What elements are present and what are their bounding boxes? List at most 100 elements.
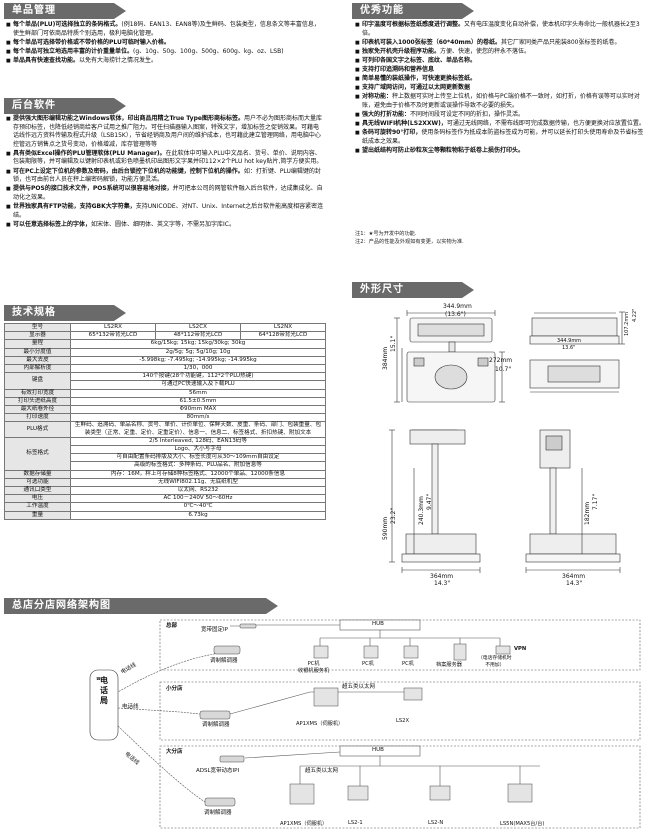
dim-base-right: 364mm — [562, 573, 586, 580]
spec-label: 量程 — [4, 339, 71, 349]
section-title-single: 单品管理 — [4, 3, 126, 19]
bullet-item: 可以任意选择标签上的字体，如宋体、圆体、细明体、英文字等，不需另加字库IC。 — [6, 221, 324, 230]
bullet-bold: 单品具有快速查找功能。 — [13, 56, 80, 64]
bullet-text: (g、10g、50g、100g、500g、600g、kg、oz、LSB) — [133, 47, 284, 55]
spec-cell: 0℃～40℃ — [70, 502, 326, 512]
bullet-item: 支持广域网访问，可通过以太网更新数据 — [355, 84, 647, 93]
advantages-list: 印字温度可根据标签纸感度进行调整。又有电压温度变化自动补偿，使本机印字头寿命比一… — [355, 21, 647, 156]
spec-row: 高级的标签格式：多种条码、PLU品名、附加信息等 — [5, 461, 326, 471]
spec-label: 最大去皮 — [4, 355, 71, 366]
spec-cell: 80mm/s — [70, 413, 326, 423]
spec-cell: 48*112带背光LCD — [154, 331, 241, 341]
spec-label: 数据存储量 — [4, 469, 71, 479]
bullet-text: 支持UNICODE、对NT、Unix、Internet之后台软件能高度相容紧密连… — [13, 202, 324, 219]
spec-label: 最大纸卷外径 — [4, 405, 71, 415]
spec-label: 打印速度 — [4, 413, 71, 423]
bullet-bold: 可在PC上设定下位机的参数及密码，由后台锁控下位机的功能键，控制下位机的操作。 — [13, 167, 244, 175]
spec-cell: 无线WIFI802.11g、无底纸机型 — [70, 477, 326, 488]
scale-pan-side — [531, 317, 618, 337]
bullet-bold: 强大的打折功能： — [362, 110, 411, 118]
bullet-text: 使用条码标签作为抵成本防盗标签成为可能，并可以延长打印头使用寿命及节省标签纸成本… — [362, 129, 644, 145]
bullet-item: 提供与POS的接口技术文件，POS系统可以很容易地对接，并可把本公司的网管软件融… — [6, 185, 324, 202]
spec-cell: 可通过PC快速输入及下载PLU — [70, 380, 326, 390]
bullet-item: 印表机可装入1000张标签（60*40mm）的卷纸。其它厂家同类产品只能装800… — [355, 39, 647, 48]
bullet-item: 对称功能：秤上数据可实时上传至上位机，如价格与PC端价格不一致时，如打折，价格有… — [355, 93, 647, 110]
spec-label: 通讯口类型 — [4, 486, 71, 496]
spec-cell: 140个按键(28个功能键，112*2个PLU热键) — [70, 372, 326, 382]
bullet-item: 独家免开机壳升级程序功能。方便、快速，使您的秤永不落伍。 — [355, 48, 647, 57]
bullet-bold: 可列印各国文字之标签、底纹、单品名称。 — [362, 56, 477, 64]
spec-label: 可选功能 — [4, 477, 71, 488]
dim-pole-mid-in: 9.47" — [426, 493, 433, 510]
net-broadband: 宽带固定IP — [201, 627, 228, 633]
bullet-text: 如宋体、圆体、细明体、英文字等，不需另加字库IC。 — [91, 220, 235, 228]
spec-label: 打印头进纸高度 — [4, 396, 71, 407]
ls2-n-icon — [429, 785, 451, 801]
bullet-item: 具有类似Excel操作的PLU管理软体(PLU Manager)。在此软体中可输… — [6, 150, 324, 167]
spec-label: 电压 — [4, 494, 71, 504]
spec-label: 有效打印宽度 — [4, 388, 71, 398]
bullet-item: 简单易懂的装纸操作，可快速更换标签纸。 — [355, 75, 647, 84]
spec-cell: 2g/5g; 5g; 5g/10g; 10g — [70, 347, 326, 357]
vpn-icon — [495, 645, 511, 655]
bullet-bold: 望出纸结构可防止砂粒灰尘等颗粒物粘于纸卷上损伤打印头。 — [362, 146, 525, 154]
note-1: 注1：★号为开发中的功能. — [355, 231, 417, 237]
bullet-bold: 每个单品(PLU)可选择独立的条码格式。 — [13, 21, 122, 28]
spec-cell: 64*128带背光LCD — [239, 331, 327, 341]
modem2-icon — [199, 710, 231, 720]
dim-pole-right-in: 7.17" — [592, 493, 599, 510]
net-ethernet1: 超五类以太网 — [342, 684, 376, 690]
spec-row: 最大去皮-5.998kg; -7.495kg; -14.995kg; -14.9… — [4, 355, 326, 366]
bullet-item: 世界独家具有FTP功能，支持GBK大字符集，支持UNICODE、对NT、Unix… — [6, 203, 324, 220]
pc2-icon — [363, 645, 379, 659]
bullet-item: 提供强大图形编辑功能之Windows软体，印出商品用精之True Type图形商… — [6, 115, 324, 149]
pole-display — [409, 429, 466, 445]
dim-height-in: 15.1" — [390, 335, 397, 352]
spec-cell: 可自由配置条码排版及大小、标签长度可从30～109mm自由设定 — [70, 453, 326, 463]
dim-side-h: 107.2mm — [624, 311, 630, 336]
bullet-text: 并可把本公司的网管软件融入后台软件，达成集成化、自动化之效果。 — [13, 185, 323, 201]
ls2x-icon — [403, 687, 423, 701]
bullet-item: 具无线WIFI机种(LS2XXW)，可通过无线网络，不需布线即可完成数据传输，也… — [355, 120, 647, 129]
dim-side-h-in: 4.22" — [632, 308, 638, 322]
spec-label: 最小分度值 — [4, 347, 71, 357]
net-ls5n: LS5N(MAX5台/台) — [500, 821, 545, 827]
net-ls2x: LS2X — [396, 718, 410, 724]
backend-list: 提供强大图形编辑功能之Windows软体，印出商品用精之True Type图形商… — [6, 115, 324, 230]
bullet-text: 又有电压温度变化自动补偿，使本机印字头寿命比一般机器长2至3倍。 — [362, 21, 640, 37]
ap2-icon — [289, 783, 315, 805]
spec-label: 标签格式 — [4, 436, 71, 471]
server-icon — [453, 643, 467, 661]
bullet-text: 秤上数据可实时上传至上位机，如价格与PC端价格不一致时，如打折，价格有误等可以实… — [362, 93, 640, 109]
modem1-icon — [213, 645, 241, 655]
net-phone-line2: 电话线 — [122, 704, 139, 710]
net-ap2: AP1XMS（伺服机） — [280, 821, 328, 827]
bullet-bold: 支持打印追溯码和营养信息 — [362, 65, 435, 73]
spec-cell: 65*132带背光LCD — [70, 331, 156, 341]
net-hq: 总部 — [166, 623, 178, 629]
net-ls2-1: LS2-1 — [348, 820, 363, 826]
ap1-icon — [313, 687, 339, 707]
dim-pole-right: 182mm — [584, 501, 591, 525]
bullet-text: (例18码、EAN13、EAN8等)及生鲜码、包装类型，信息条文等丰富信息，使生… — [13, 21, 320, 37]
net-ap1: AP1XMS（伺服机） — [296, 721, 344, 727]
spec-cell: 以太网、RS232 — [70, 486, 326, 496]
spec-label: 工作温度 — [4, 502, 71, 512]
single-mgmt-list: 每个单品(PLU)可选择独立的条码格式。(例18码、EAN13、EAN8等)及生… — [6, 21, 324, 66]
spec-cell: 6kg/15kg; 15kg; 15kg/30kg; 30kg — [70, 339, 326, 349]
spec-header-cell: LS2RX — [70, 322, 156, 333]
dim-pole-h: 590mm — [382, 516, 389, 540]
bullet-text: 如：打折键、PLU编辑键的封锁，也可由前台人员在秤上编密码解锁，功能方便灵活。 — [13, 167, 321, 184]
net-vpn: VPN — [514, 646, 527, 652]
dim-top-width: 344.9mm — [443, 303, 472, 310]
net-pc2: PC机 — [362, 661, 374, 667]
bullet-item: 每个单品(PLU)可选择独立的条码格式。(例18码、EAN13、EAN8等)及生… — [6, 21, 324, 38]
net-vpn-note: （电话存储机时 不用加） — [478, 656, 512, 668]
